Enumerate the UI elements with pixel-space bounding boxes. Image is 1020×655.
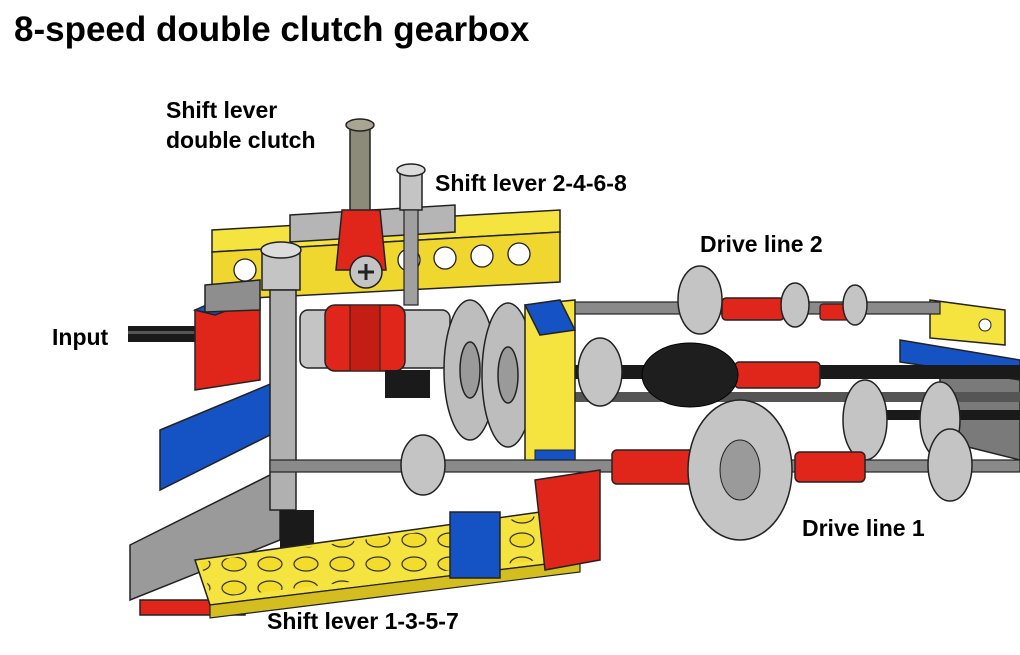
label-shift-lever-2468: Shift lever 2-4-6-8 (435, 170, 627, 196)
label-drive-line-2: Drive line 2 (700, 231, 823, 257)
bottom-plate (194, 469, 601, 619)
center-block (523, 299, 577, 471)
label-drive-line-1: Drive line 1 (802, 515, 925, 541)
page-title: 8-speed double clutch gearbox (14, 10, 530, 49)
middle-shafts (570, 337, 1020, 461)
drive-line-2-shaft (559, 265, 941, 335)
clutch-assembly (299, 304, 451, 398)
label-shift-lever-double-clutch-line1: Shift lever (166, 97, 278, 123)
label-shift-lever-double-clutch-line2: double clutch (166, 127, 316, 153)
label-input: Input (52, 324, 109, 350)
shift-column (260, 241, 314, 550)
gear-stack (443, 299, 535, 448)
label-shift-lever-1357: Shift lever 1-3-5-7 (267, 608, 459, 634)
label-shift-lever-double-clutch: Shift lever double clutch (166, 95, 316, 155)
drive-line-1-shaft (269, 399, 1020, 541)
left-frame (129, 279, 281, 616)
shift-lever-2468 (396, 163, 426, 306)
shift-lever-double-clutch (335, 118, 387, 289)
